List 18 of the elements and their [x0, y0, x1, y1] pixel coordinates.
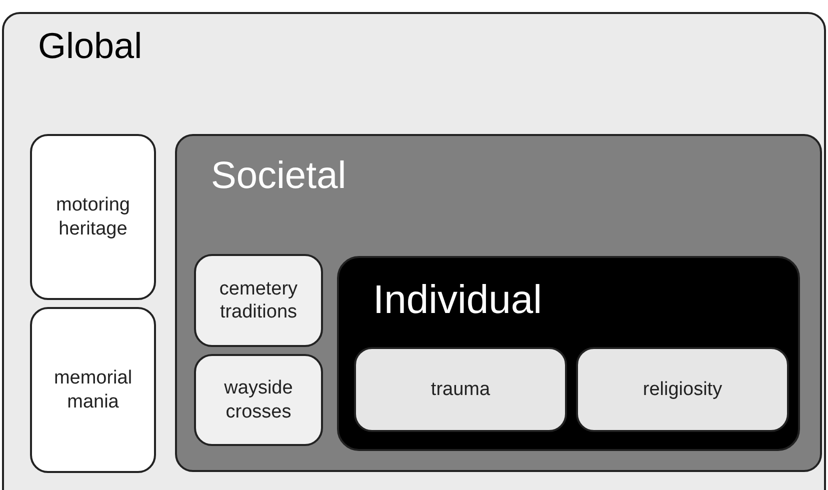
- category-label: trauma: [430, 378, 492, 402]
- category-box: [194, 354, 323, 446]
- category-box: [194, 254, 323, 347]
- group-panel: [337, 256, 800, 451]
- group-heading: Global: [38, 24, 142, 68]
- category-label: memorial mania: [52, 366, 134, 414]
- group-heading: Societal: [211, 154, 346, 199]
- category-box: [30, 307, 156, 473]
- category-label: religiosity: [642, 378, 724, 402]
- group-panel: [175, 134, 822, 472]
- category-box: [576, 347, 789, 432]
- category-box: [354, 347, 567, 432]
- category-label: motoring heritage: [55, 193, 131, 241]
- category-label: cemetery traditions: [218, 276, 299, 324]
- category-box: [30, 134, 156, 300]
- outer-frame: [2, 12, 826, 490]
- group-heading: Individual: [373, 277, 542, 324]
- category-label: wayside crosses: [223, 376, 294, 424]
